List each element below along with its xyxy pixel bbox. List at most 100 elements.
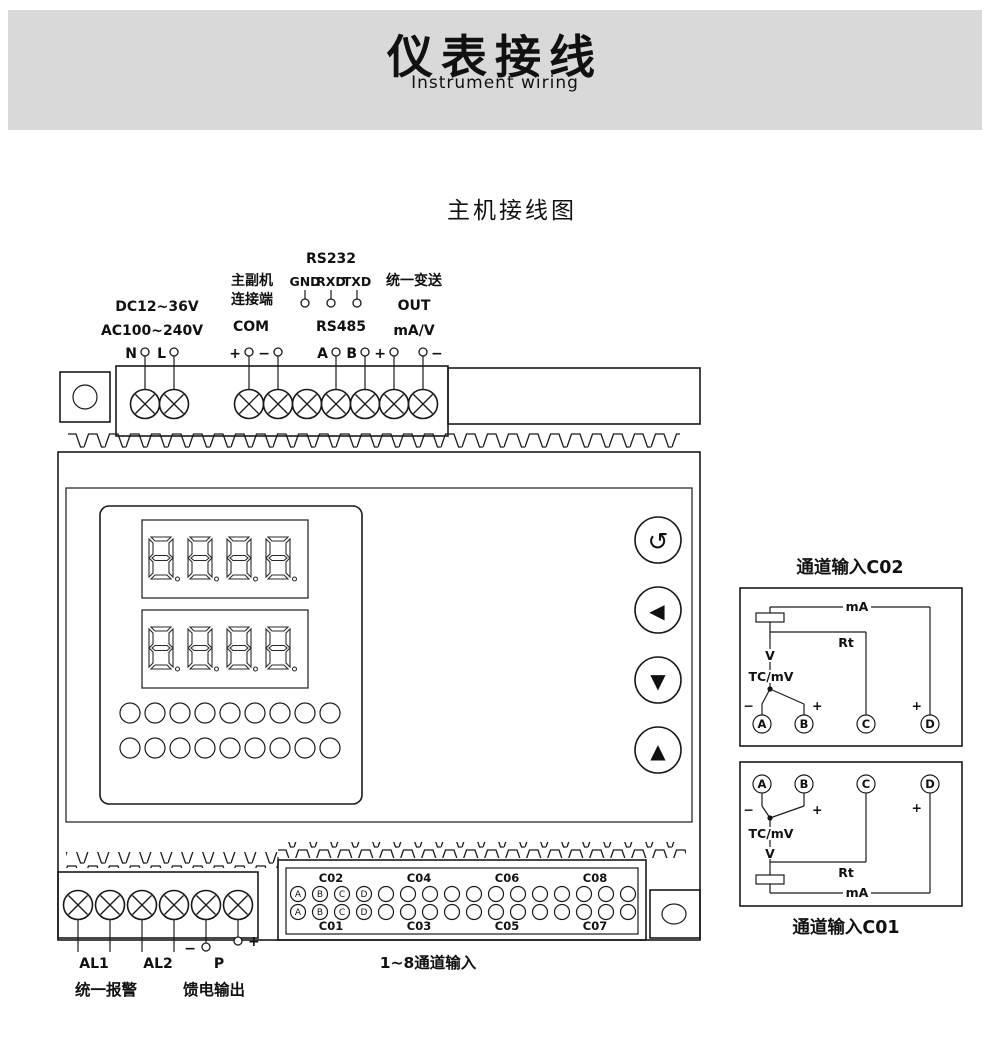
led-indicator <box>294 702 316 724</box>
seven-segment-digit <box>265 626 298 672</box>
rs232-pin <box>326 298 336 308</box>
left-button <box>634 586 682 634</box>
c02-ma-label: mA <box>846 599 869 614</box>
txd-label: TXD <box>343 274 372 289</box>
connector-pin <box>487 885 505 903</box>
channels-caption: 1~8通道输入 <box>380 953 477 972</box>
c01-title: 通道输入C01 <box>792 917 899 938</box>
bottom-terminal-area: AL1 AL2 − + P 统一报警 馈电输出 1~8通道输入 <box>57 871 701 999</box>
connector-inner <box>285 867 639 935</box>
screw-terminal <box>62 889 94 921</box>
pin-marker <box>169 347 179 357</box>
terminal-letter: B <box>800 717 809 731</box>
pin-letter: A <box>295 908 302 918</box>
led-indicator <box>319 737 341 759</box>
connector-pin <box>597 885 615 903</box>
seven-segment-digit <box>148 536 181 582</box>
terminal-label-n: N <box>125 346 137 362</box>
connector-pin <box>531 885 549 903</box>
c01-minus: − <box>744 802 754 817</box>
display-window-upper <box>141 519 309 599</box>
pin-letter: A <box>295 890 302 900</box>
connector-pin <box>575 885 593 903</box>
resistor-symbol <box>755 612 785 623</box>
connector-pin <box>597 903 615 921</box>
out-minus: − <box>431 346 443 362</box>
pin-letter: D <box>361 908 368 918</box>
c02-minus: − <box>744 698 754 713</box>
power-label-ac: AC100~240V <box>101 323 203 339</box>
vent-zigzag-top <box>68 432 680 448</box>
connector-pin <box>465 903 483 921</box>
c02-tc-label: TC/mV <box>749 669 794 684</box>
terminal-letter: C <box>862 777 870 791</box>
rs232-label: RS232 <box>306 251 356 267</box>
seven-segment-digit <box>226 626 259 672</box>
channel-c02-diagram: 通道输入C02 mA V TC/mV Rt − + + A B C D <box>739 557 963 747</box>
pin-marker <box>331 347 341 357</box>
connector-pin <box>289 885 307 903</box>
screw-terminal <box>222 889 254 921</box>
down-arrow-icon: ▼ <box>650 669 666 693</box>
connector-pin <box>377 903 395 921</box>
terminal-letter: D <box>925 717 935 731</box>
com-plus: + <box>229 346 241 362</box>
com-minus: − <box>258 346 270 362</box>
mounting-hole <box>661 903 687 925</box>
panel-buttons: ↺ ◀ ▼ ▲ <box>634 516 682 774</box>
channel-label: C05 <box>495 919 519 933</box>
screw-terminal <box>126 889 158 921</box>
connector-pin <box>421 903 439 921</box>
led-indicator <box>269 702 291 724</box>
screw-terminal <box>233 388 265 420</box>
display-window-lower <box>141 609 309 689</box>
channel-label: C08 <box>583 871 607 885</box>
c01-plus: + <box>812 802 822 817</box>
connector-pin <box>333 885 351 903</box>
screw-terminal <box>407 388 439 420</box>
led-indicator <box>244 702 266 724</box>
rs485-a: A <box>317 346 328 362</box>
aux-label-1: 主副机 <box>231 272 273 289</box>
connector-pin <box>443 903 461 921</box>
connector-pin <box>619 885 637 903</box>
connector-pin <box>311 903 329 921</box>
down-button <box>634 656 682 704</box>
screw-terminal <box>158 889 190 921</box>
resistor-symbol <box>755 874 785 885</box>
pin-marker <box>360 347 370 357</box>
out-label-3: mA/V <box>393 323 435 339</box>
connector-pin <box>575 903 593 921</box>
connector-pin <box>377 885 395 903</box>
led-indicator <box>319 702 341 724</box>
vent-zigzag-bottom-right <box>278 842 686 858</box>
feed-caption: 馈电输出 <box>183 980 245 999</box>
top-bar <box>447 367 701 425</box>
pin-marker <box>244 347 254 357</box>
connector-pin <box>333 903 351 921</box>
display-bezel <box>99 505 363 805</box>
diagram-title: 主机接线图 <box>447 198 577 224</box>
pin-letter: B <box>317 890 323 900</box>
led-indicator <box>244 737 266 759</box>
seven-segment-digit <box>148 626 181 672</box>
pin-marker <box>389 347 399 357</box>
screw-terminal <box>129 388 161 420</box>
led-indicator <box>169 737 191 759</box>
screw-terminal <box>291 388 323 420</box>
led-indicator <box>119 737 141 759</box>
led-row-lower <box>119 737 341 759</box>
al2-label: AL2 <box>143 956 173 972</box>
device-body: ↺ ◀ ▼ ▲ <box>57 432 701 941</box>
c01-box <box>739 761 963 907</box>
rs232-pin <box>352 298 362 308</box>
feed-p-label: P <box>214 956 224 972</box>
c02-box <box>739 587 963 747</box>
c01-rt-label: Rt <box>838 865 854 880</box>
led-indicator <box>219 702 241 724</box>
c01-ma-label: mA <box>846 885 869 900</box>
seven-segment-digit <box>187 536 220 582</box>
screw-terminal <box>349 388 381 420</box>
pin-marker <box>233 936 243 946</box>
